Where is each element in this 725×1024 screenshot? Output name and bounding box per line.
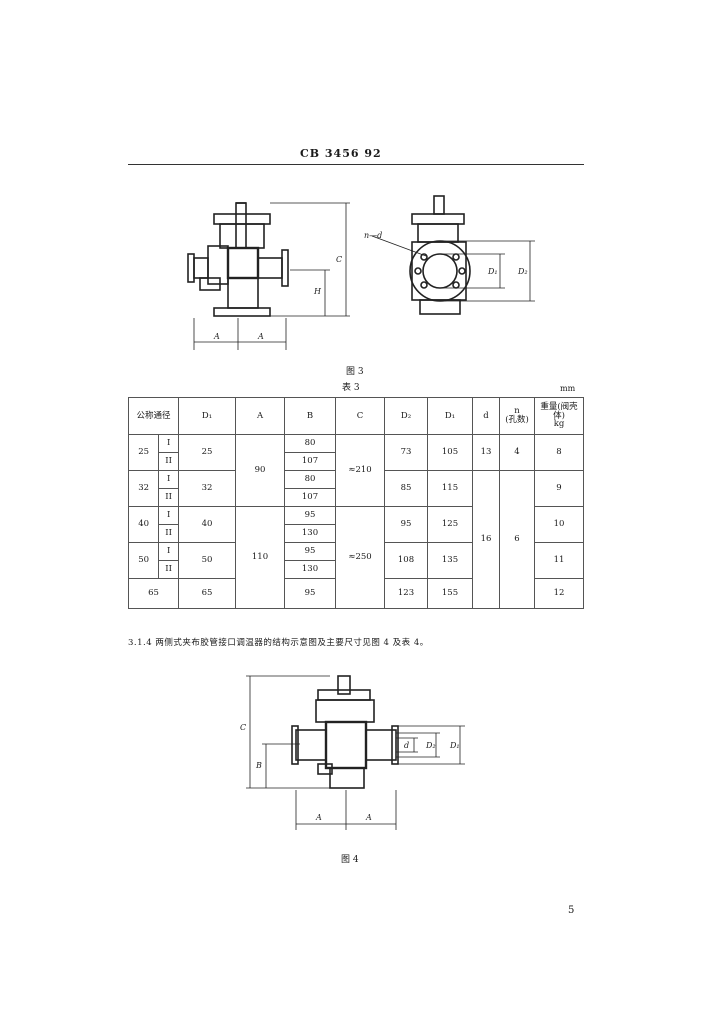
- cell-d1b: 155: [427, 578, 474, 609]
- fig3-dim-c: C: [336, 255, 342, 264]
- col-header: A: [235, 397, 286, 435]
- cell-variant: I: [158, 506, 180, 525]
- cell-a: 110: [235, 506, 286, 609]
- cell-b: 107: [284, 452, 337, 471]
- cell-b: 95: [284, 506, 337, 525]
- table-row: II 130: [129, 560, 584, 579]
- cell-d1b: 105: [427, 434, 474, 471]
- cell-d1: 25: [178, 434, 237, 471]
- fig4-dim-a-right: A: [365, 813, 372, 822]
- cell-d2: 73: [384, 434, 429, 471]
- fig4-dim-d2: D₂: [425, 741, 436, 750]
- cell-d1b: 135: [427, 542, 474, 579]
- cell-d1b: 125: [427, 506, 474, 543]
- cell-d: 16: [472, 470, 501, 609]
- figure-4-caption: 图 4: [341, 855, 359, 865]
- section-3-1-4-text: 3.1.4 两侧式夹布胶管接口调温器的结构示意图及主要尺寸见图 4 及表 4。: [128, 638, 429, 648]
- cell-d2: 123: [384, 578, 429, 609]
- col-header: D₂: [384, 397, 429, 435]
- cell-variant: II: [158, 560, 180, 579]
- cell-d2: 95: [384, 506, 429, 543]
- table-row: II 107: [129, 452, 584, 471]
- fig3-dim-d1: D₁: [487, 267, 498, 276]
- cell-d: 13: [472, 434, 501, 471]
- cell-variant: II: [158, 524, 180, 543]
- cell-n: 4: [499, 434, 536, 471]
- cell-variant: II: [158, 452, 180, 471]
- col-header: n (孔数): [499, 397, 536, 435]
- cell-d2: 108: [384, 542, 429, 579]
- table-3: 公称通径 D₁ A B C D₂ D₁ d n (孔数) 重量(阀壳体) kg …: [127, 397, 584, 609]
- table-row: 65 65 95 123 155 12: [127, 578, 584, 609]
- fig3-dim-a-left: A: [213, 332, 220, 341]
- fig3-dim-d2: D₂: [517, 267, 528, 276]
- cell-kg: 8: [534, 434, 584, 471]
- fig3-dim-h: H: [313, 287, 322, 296]
- cell-kg: 9: [534, 470, 584, 507]
- table-3-unit: mm: [560, 384, 576, 393]
- cell-b: 80: [284, 470, 337, 489]
- cell-b: 80: [284, 434, 337, 453]
- fig4-dim-b: B: [255, 761, 262, 770]
- table-row: 25 I 25 90 80 ≈210 73 105 13 4 8: [127, 434, 584, 507]
- figure-3-caption: 图 3: [346, 367, 364, 377]
- col-header: 重量(阀壳体) kg: [534, 397, 584, 435]
- cell-a: 90: [235, 434, 286, 507]
- fig4-dim-c: C: [240, 723, 246, 732]
- table-row: 40 I 40 110 95 ≈250 95 125 10: [127, 506, 584, 609]
- table-3-title: 表 3: [342, 383, 360, 393]
- cell-variant: I: [158, 434, 180, 453]
- cell-kg: 11: [534, 542, 584, 579]
- cell-dn: 50: [127, 542, 160, 579]
- cell-kg: 10: [534, 506, 584, 543]
- cell-d1: 32: [178, 470, 237, 507]
- cell-c: ≈250: [335, 506, 386, 609]
- table-row: 32 I 32 80 85 115 16 6 9: [127, 470, 584, 609]
- fig3-dim-a-right: A: [257, 332, 264, 341]
- cell-c: ≈210: [335, 434, 386, 507]
- cell-b: 130: [284, 524, 337, 543]
- cell-d1: 65: [178, 578, 237, 609]
- col-header: D₁: [427, 397, 474, 435]
- cell-b: 107: [284, 488, 337, 507]
- cell-dn: 40: [127, 506, 160, 543]
- standard-number: CB 3456 92: [300, 147, 382, 160]
- cell-variant: I: [158, 470, 180, 489]
- cell-dn: 25: [127, 434, 160, 471]
- cell-b: 95: [284, 542, 337, 561]
- cell-dn: 32: [127, 470, 160, 507]
- col-header: 公称通径: [127, 397, 180, 435]
- cell-b: 130: [284, 560, 337, 579]
- cell-kg: 12: [534, 578, 584, 609]
- cell-b: 95: [284, 578, 337, 609]
- cell-variant: I: [158, 542, 180, 561]
- table-header-row: 公称通径 D₁ A B C D₂ D₁ d n (孔数) 重量(阀壳体) kg: [127, 397, 584, 435]
- col-header: C: [335, 397, 386, 435]
- cell-d1b: 115: [427, 470, 474, 507]
- col-header: B: [284, 397, 337, 435]
- cell-dn: 65: [127, 578, 180, 609]
- fig4-dim-d1: D₁: [449, 741, 460, 750]
- page-number: 5: [568, 905, 575, 916]
- col-header: D₁: [178, 397, 237, 435]
- col-header: d: [472, 397, 501, 435]
- cell-d1: 40: [178, 506, 237, 543]
- fig3-dim-n-d: n—d: [364, 231, 382, 240]
- cell-d2: 85: [384, 470, 429, 507]
- fig4-dim-a-left: A: [315, 813, 322, 822]
- cell-d1: 50: [178, 542, 237, 579]
- header-rule: [128, 164, 584, 165]
- cell-n: 6: [499, 470, 536, 609]
- fig4-dim-d: d: [404, 741, 409, 750]
- cell-variant: II: [158, 488, 180, 507]
